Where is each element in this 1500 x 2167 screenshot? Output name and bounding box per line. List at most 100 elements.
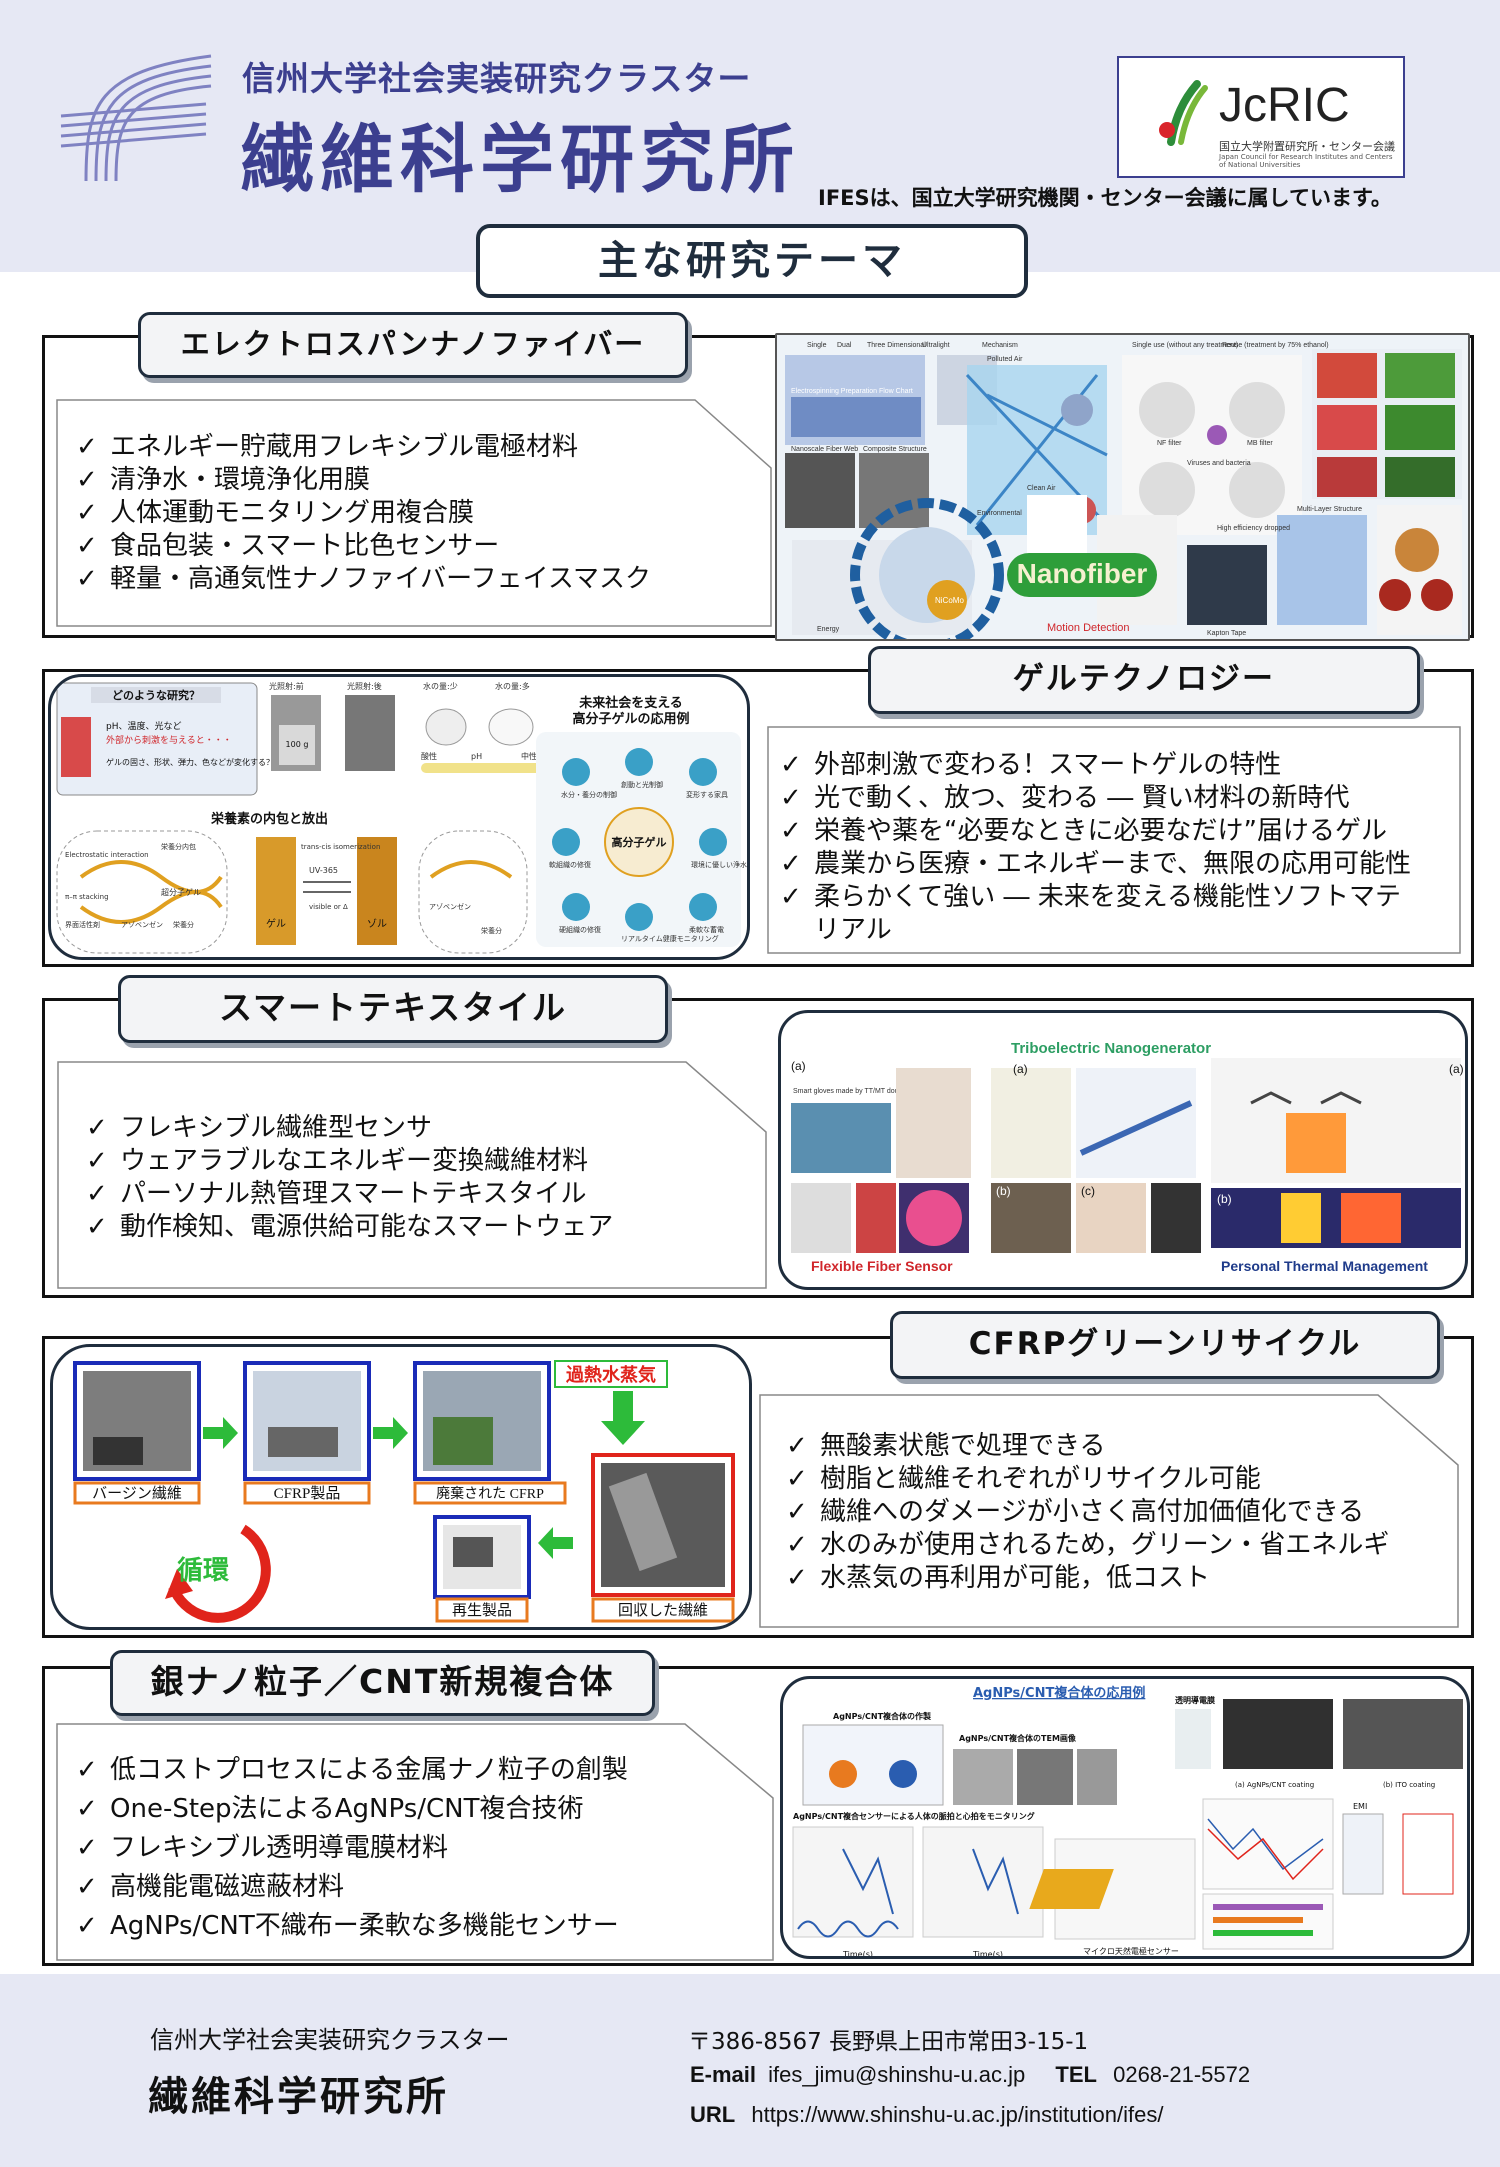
agnps-coat-a: (a) AgNPs/CNT coating	[1235, 1781, 1314, 1789]
gel-nutrient-title: 栄養素の内包と放出	[210, 811, 328, 827]
bullet-item: ✓樹脂と繊維それぞれがリサイクル可能	[786, 1464, 1261, 1494]
url-link[interactable]: https://www.shinshu-u.ac.jp/institution/…	[751, 2102, 1164, 2127]
section-textile-bullet-frame	[57, 1061, 767, 1289]
gel-nutrient-label: 超分子ゲル	[161, 887, 201, 897]
textile-left-label: Flexible Fiber Sensor	[811, 1258, 953, 1274]
gel-nutrient-label: visible or Δ	[309, 903, 348, 911]
gel-ph-neutral: 中性	[521, 751, 537, 761]
gel-nutrient-label: 栄養分内包	[161, 842, 196, 851]
agnps-figure: AgNPs/CNT複合体の応用例 AgNPs/CNT複合体の作製 AgNPs/C…	[780, 1676, 1470, 1959]
gel-nutrient-label: 栄養分	[173, 920, 194, 929]
tel-number[interactable]: 0268-21-5572	[1113, 2062, 1251, 2087]
bullet-item: ✓フレキシブル繊維型センサ	[86, 1113, 433, 1143]
header-org-subtitle: 信州大学社会実装研究クラスター	[242, 59, 752, 98]
gel-app-label: 環境に優しい浄水	[691, 860, 747, 869]
section-cfrp-bullets: ✓無酸素状態で処理できる ✓樹脂と繊維それぞれがリサイクル可能 ✓繊維へのダメー…	[786, 1430, 1389, 1595]
bullet-item: ✓低コストプロセスによる金属ナノ粒子の創製	[76, 1751, 628, 1790]
agnps-fab-label: AgNPs/CNT複合体の作製	[833, 1711, 931, 1721]
bullet-item: ✓外部刺激で変わる！スマートゲルの特性	[780, 750, 1282, 780]
gel-nutrient-label: アゾベンゼン	[121, 920, 163, 929]
cfrp-recovered-label: 回収した繊維	[618, 1602, 708, 1619]
bullet-item: ✓人体運動モニタリング用複合膜	[76, 498, 475, 528]
fig-label: Reuse (treatment by 75% ethanol)	[1222, 342, 1329, 349]
check-icon: ✓	[76, 1833, 98, 1863]
footer-url-row: URL https://www.shinshu-u.ac.jp/institut…	[690, 2102, 1163, 2128]
check-icon: ✓	[780, 750, 802, 780]
bullet-item: ✓AgNPs/CNT不織布ー柔軟な多機能センサー	[76, 1907, 628, 1946]
gel-nutrient-label: アゾベンゼン	[429, 902, 471, 911]
fig-label: Dual	[837, 342, 852, 349]
gel-nutrient-label: Electrostatic interaction	[65, 851, 149, 859]
section-agnps-title: 銀ナノ粒子／CNT新規複合体	[110, 1650, 655, 1716]
gel-nutrient-label: π–π stacking	[65, 893, 109, 901]
check-icon: ✓	[76, 1911, 98, 1941]
fig-label: Nanoscale Fiber Web	[791, 446, 858, 453]
gel-ph-label: pH	[471, 752, 482, 761]
fig-label: Mechanism	[982, 342, 1018, 349]
gel-nutrient-label: 栄養分	[481, 926, 502, 935]
section-gel-title: ゲルテクノロジー	[868, 646, 1420, 714]
footer-org-title: 繊維科学研究所	[148, 2074, 449, 2120]
check-icon: ✓	[76, 498, 98, 528]
bullet-item: ✓繊維へのダメージが小さく高付加価値化できる	[786, 1497, 1365, 1527]
gel-nutrient-label: trans-cis isomerization	[301, 843, 380, 851]
cfrp-steam-label: 過熱水蒸気	[566, 1364, 656, 1386]
email-link[interactable]: ifes_jimu@shinshu-u.ac.jp	[768, 2062, 1026, 2087]
gel-nutrient-label: UV-365	[309, 866, 338, 875]
gel-light-before: 光照射:前	[269, 681, 304, 691]
fig-label: High efficiency dropped	[1217, 525, 1290, 532]
agnps-time-label: Time(s)	[972, 1950, 1003, 1959]
bullet-item: ✓動作検知、電源供給可能なスマートウェア	[86, 1212, 614, 1242]
email-label: E-mail	[690, 2062, 757, 2087]
section-gel-bullet-frame	[767, 726, 1461, 954]
bullet-item: ✓無酸素状態で処理できる	[786, 1431, 1106, 1461]
gel-app-label: 軟組織の修復	[549, 860, 591, 869]
cfrp-figure-art: バージン繊維 CFRP製品 廃棄された CFRP 過熱水蒸気 回収した繊維 再生…	[73, 1360, 735, 1623]
footer-address: 〒386-8567 長野県上田市常田3-15-1	[688, 2029, 1089, 2055]
tel-label: TEL	[1055, 2062, 1097, 2087]
bullet-item: ✓エネルギー貯蔵用フレキシブル電極材料	[76, 432, 579, 462]
textile-figure-art: Triboelectric Nanogenerator (a) Smart gl…	[791, 1040, 1464, 1274]
panel-label: (a)	[1449, 1062, 1464, 1076]
gel-question-title: どのような研究？	[112, 688, 200, 702]
gel-weight-label: 100 g	[286, 740, 309, 749]
gel-figure-art: どのような研究？ pH、温度、光など 外部から刺激を与えると・・・ ゲルの固さ、…	[56, 681, 747, 954]
fig-label: Polluted Air	[987, 356, 1023, 363]
motion-detection-label: Motion Detection	[1047, 622, 1130, 634]
gel-center-label: 高分子ゲル	[612, 835, 667, 849]
fig-label: Multi-Layer Structure	[1297, 506, 1362, 513]
nanofiber-figure-center-label: Nanofiber	[1017, 558, 1148, 589]
cfrp-product-label: CFRP製品	[274, 1485, 341, 1502]
bullet-item: ✓パーソナル熱管理スマートテキスタイル	[86, 1179, 587, 1209]
bullet-item: ✓水のみが使用されるため，グリーン・省エネルギ	[786, 1530, 1390, 1560]
institute-f-logo-icon	[60, 54, 212, 182]
agnps-time-label: Time(s)	[842, 1950, 873, 1959]
membership-note: IFESは、国立大学研究機関・センター会議に属しています。	[818, 186, 1392, 210]
gel-app-label: 創動と光制御	[621, 780, 663, 789]
check-icon: ✓	[786, 1530, 808, 1560]
bullet-item: ✓軽量・高通気性ナノファイバーフェイスマスク	[76, 564, 652, 594]
gel-q-line3: ゲルの固さ、形状、弾力、色などが変化する？！	[106, 757, 282, 767]
footer-org-subtitle: 信州大学社会実装研究クラスター	[150, 2026, 510, 2054]
textile-top-label: Triboelectric Nanogenerator	[1011, 1040, 1211, 1057]
gel-q-line1: pH、温度、光など	[106, 720, 181, 732]
jcric-mark-icon	[1159, 80, 1208, 146]
cfrp-recycled-label: 再生製品	[452, 1602, 512, 1619]
agnps-emi-label: EMI	[1353, 1802, 1367, 1811]
check-icon: ✓	[76, 432, 98, 462]
check-icon: ✓	[76, 531, 98, 561]
bullet-item: ✓清浄水・環境浄化用膜	[76, 465, 371, 495]
section-nanofiber-title: エレクトロスパンナノファイバー	[138, 312, 688, 378]
fig-label: Single	[807, 342, 827, 349]
gel-figure: どのような研究？ pH、温度、光など 外部から刺激を与えると・・・ ゲルの固さ、…	[48, 674, 750, 960]
nanofiber-figure: Nanofiber Motion Detection Single Dual T…	[775, 333, 1470, 641]
nanofiber-figure-art: Nanofiber Motion Detection Single Dual T…	[785, 342, 1462, 639]
textile-right-label: Personal Thermal Management	[1221, 1258, 1428, 1274]
check-icon: ✓	[786, 1464, 808, 1494]
bullet-item: ✓One-Step法によるAgNPs/CNT複合技術	[76, 1790, 628, 1829]
fig-label: Three Dimensional	[867, 342, 926, 349]
agnps-transparent-label: 透明導電膜	[1175, 1695, 1215, 1705]
fig-label: Environmental	[977, 510, 1022, 517]
sol-label: ゾル	[367, 918, 387, 930]
gel-app-label: 柔軟な蓄電	[689, 925, 724, 934]
